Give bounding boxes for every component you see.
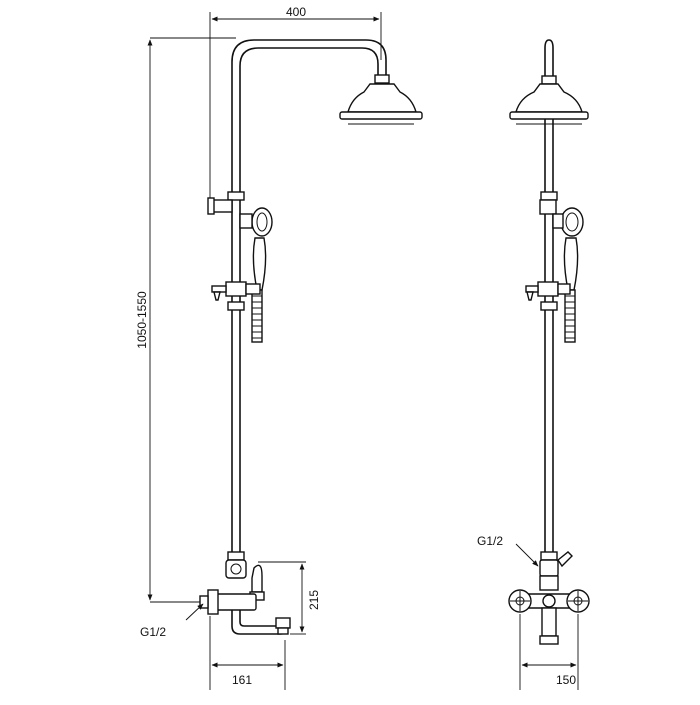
dim-height-range-label: 1050-1550 [135, 291, 149, 349]
dim-inlet-centers: 150 [519, 614, 579, 690]
front-diverter [539, 199, 557, 215]
side-view: 400 1050-1550 [135, 5, 423, 690]
hose [251, 289, 263, 343]
dim-inlet-centers-label: 150 [556, 673, 576, 687]
slider-bracket [211, 281, 261, 301]
dim-arm-reach: 400 [209, 5, 382, 200]
front-slider-bracket [525, 281, 571, 301]
diverter-knob [207, 197, 233, 215]
shower-head [339, 74, 423, 125]
front-mixer [508, 551, 590, 645]
dim-spout-height-label: 215 [307, 590, 321, 610]
front-riser [540, 39, 558, 552]
dim-arm-reach-label: 400 [286, 5, 306, 19]
front-inlet-label: G1/2 [477, 534, 503, 548]
riser-pipe [227, 39, 387, 552]
dim-height-range: 1050-1550 [135, 37, 236, 603]
side-inlet-callout: G1/2 [140, 603, 204, 639]
mixer-valve [199, 551, 291, 635]
dim-spout-projection: 161 [209, 616, 286, 690]
side-inlet-label: G1/2 [140, 625, 166, 639]
front-inlet-callout: G1/2 [477, 534, 539, 567]
front-hose [564, 289, 576, 343]
dim-spout-projection-label: 161 [232, 673, 252, 687]
front-hand-shower [552, 207, 584, 343]
front-view: G1/2 150 [477, 39, 590, 690]
front-shower-head [509, 75, 589, 125]
dim-spout-height: 215 [258, 561, 321, 635]
hand-shower [239, 207, 273, 343]
